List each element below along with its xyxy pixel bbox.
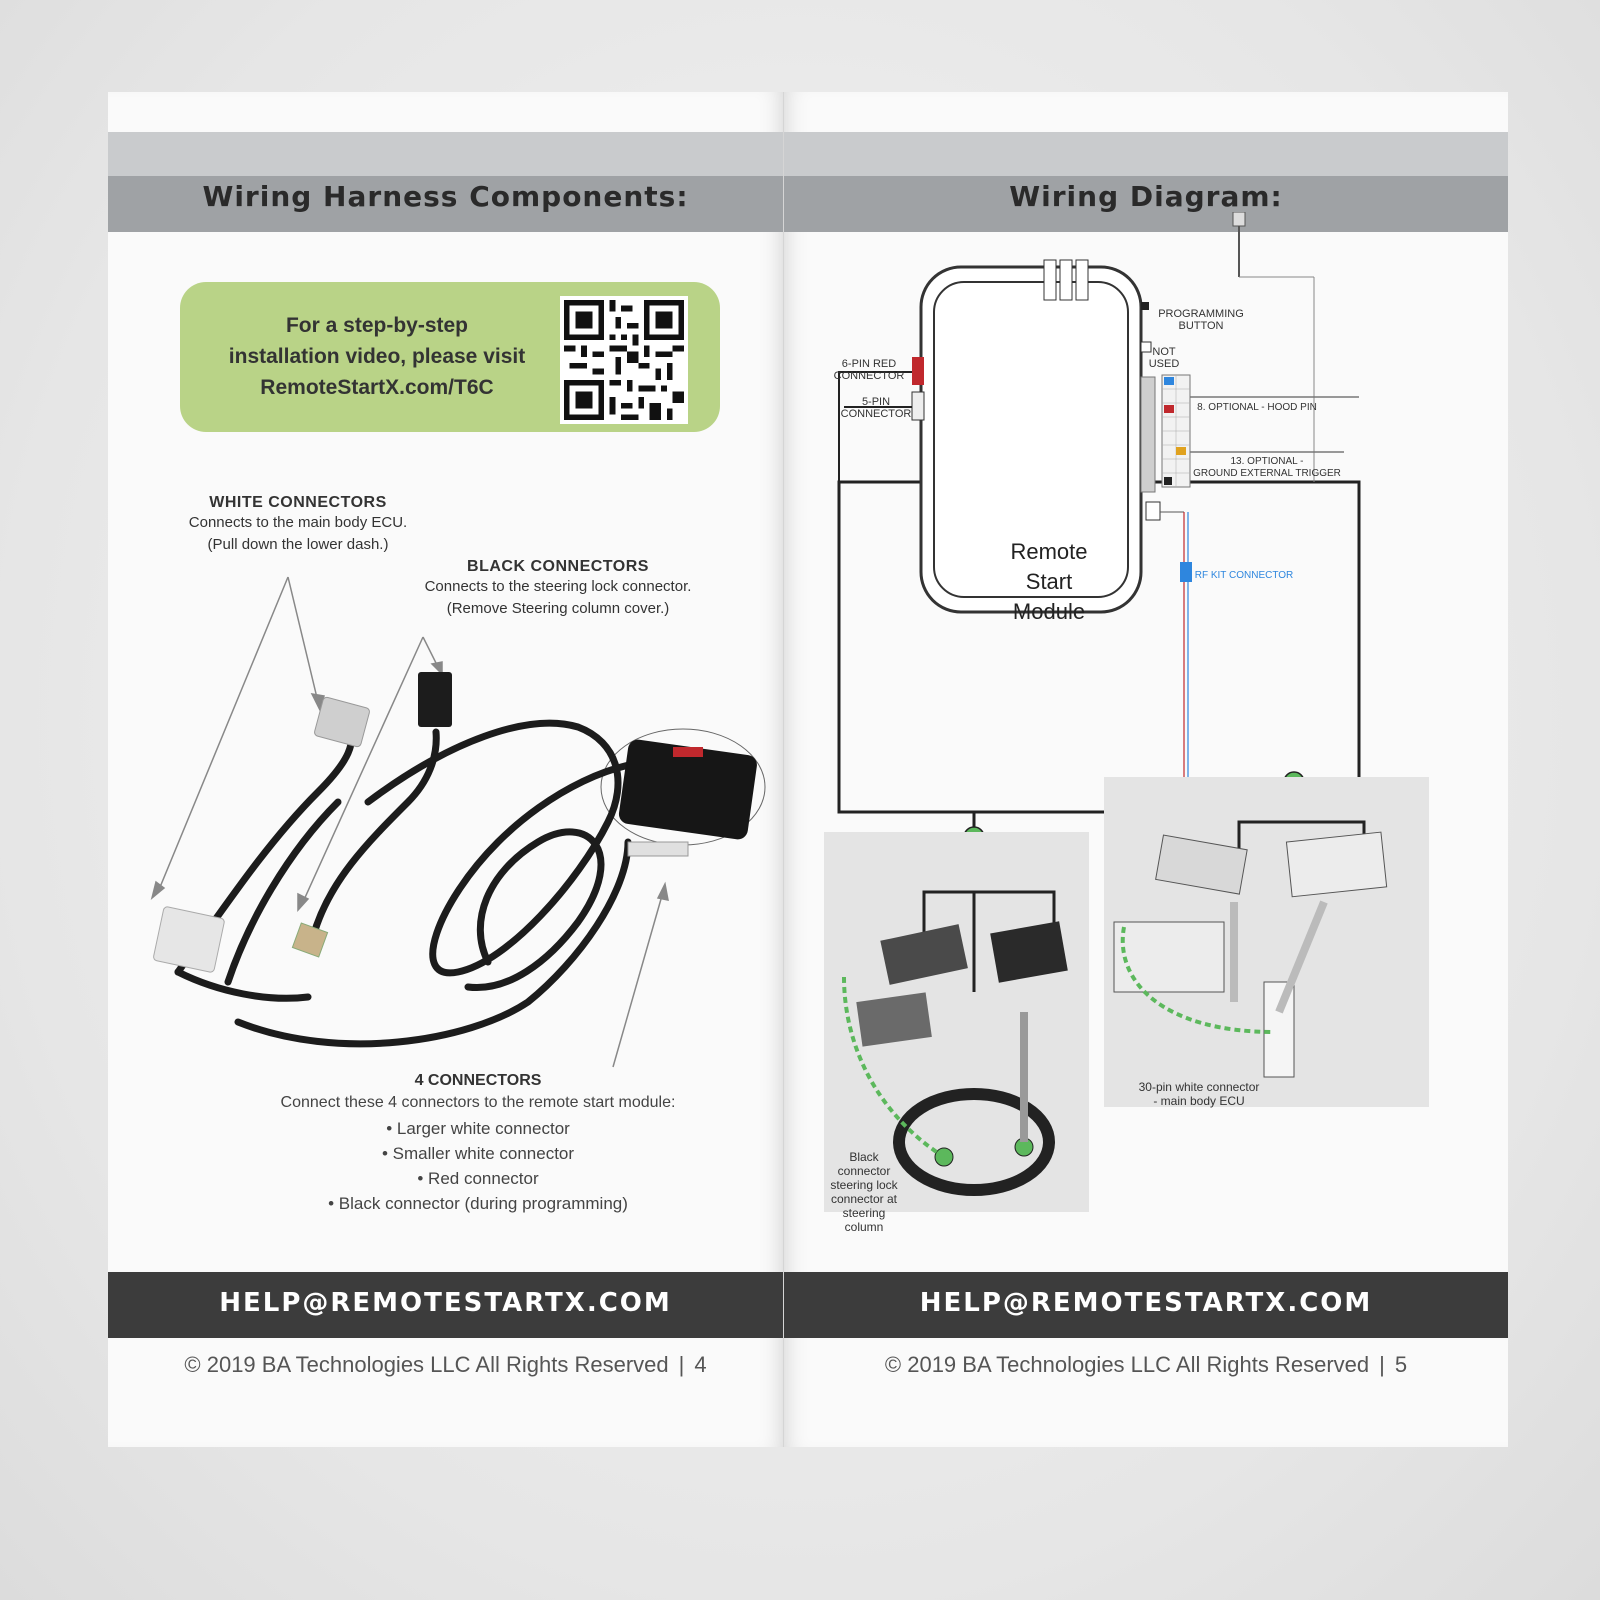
page-number: 5 bbox=[1394, 1352, 1408, 1377]
footer-email: HELP@REMOTESTARTX.COM bbox=[219, 1288, 672, 1318]
module-label-line-3: Module bbox=[1012, 599, 1086, 624]
instruction-booklet: Wiring Harness Components: For a step-by… bbox=[108, 92, 1508, 1447]
black-connectors-callout: BLACK CONNECTORS Connects to the steerin… bbox=[388, 558, 728, 620]
qr-url: RemoteStartX.com/T6C bbox=[260, 376, 494, 399]
list-item: Black connector (during programming) bbox=[238, 1191, 718, 1216]
qr-line-1: For a step-by-step bbox=[285, 314, 469, 337]
black-connectors-line-2: (Remove Steering column cover.) bbox=[446, 600, 670, 617]
label-line: NOT bbox=[1152, 346, 1176, 358]
rf-kit-connector-icon bbox=[1180, 562, 1192, 582]
caption-line: - main body ECU bbox=[1153, 1094, 1245, 1108]
programming-button-label: PROGRAMMING BUTTON bbox=[1146, 308, 1256, 332]
label-line: 5-PIN bbox=[861, 396, 891, 408]
module-label-line-1: Remote bbox=[1010, 539, 1088, 564]
list-item: Smaller white connector bbox=[238, 1141, 718, 1166]
white-connectors-line-1: Connects to the main body ECU. bbox=[188, 514, 408, 531]
caption-line: Black bbox=[849, 1150, 879, 1164]
white-connectors-title: WHITE CONNECTORS bbox=[209, 494, 387, 511]
not-used-label: NOT USED bbox=[1144, 346, 1184, 370]
four-connectors-desc: Connect these 4 connectors to the remote… bbox=[280, 1094, 676, 1111]
copyright-text: © 2019 BA Technologies LLC All Rights Re… bbox=[884, 1352, 1370, 1377]
caption-line: steering bbox=[842, 1206, 886, 1220]
qr-info-text: For a step-by-step installation video, p… bbox=[202, 310, 552, 403]
label-line: 6-PIN RED bbox=[841, 358, 897, 370]
page-title: Wiring Harness Components: bbox=[202, 180, 689, 213]
steering-wheel-icon bbox=[893, 1088, 1055, 1196]
white-connectors-callout: WHITE CONNECTORS Connects to the main bo… bbox=[148, 494, 448, 556]
footer-band bbox=[784, 1272, 1508, 1338]
hood-pin-label: 8. OPTIONAL - HOOD PIN bbox=[1197, 402, 1317, 413]
caption-line: connector at bbox=[830, 1192, 898, 1206]
caption-line: column bbox=[844, 1220, 884, 1234]
footer-band bbox=[108, 1272, 783, 1338]
four-connectors-title: 4 CONNECTORS bbox=[414, 1072, 542, 1089]
list-item: Red connector bbox=[238, 1166, 718, 1191]
footer-copyright: © 2019 BA Technologies LLC All Rights Re… bbox=[108, 1352, 783, 1378]
header-band bbox=[108, 176, 783, 232]
red-connector-icon bbox=[912, 357, 924, 385]
black-connector-caption: Black connector steering lock connector … bbox=[824, 1150, 904, 1234]
six-pin-connector-label: 6-PIN RED CONNECTOR bbox=[824, 358, 914, 382]
caption-line: 30-pin white connector bbox=[1138, 1080, 1260, 1094]
label-line: BUTTON bbox=[1178, 320, 1224, 332]
black-connector-photo bbox=[880, 924, 968, 985]
caption-line: connector bbox=[837, 1164, 891, 1178]
white-connectors-line-2: (Pull down the lower dash.) bbox=[207, 536, 389, 553]
separator: | bbox=[1379, 1352, 1385, 1377]
white-connector-caption: 30-pin white connector - main body ECU bbox=[1119, 1080, 1279, 1108]
caption-line: steering lock bbox=[830, 1178, 898, 1192]
footer-email: HELP@REMOTESTARTX.COM bbox=[919, 1288, 1373, 1318]
ground-trigger-label: 13. OPTIONAL - GROUND EXTERNAL TRIGGER bbox=[1192, 456, 1342, 480]
label-line: CONNECTOR bbox=[833, 370, 905, 382]
label-line: 13. OPTIONAL - bbox=[1230, 456, 1304, 467]
black-connector-icon bbox=[418, 672, 452, 727]
copyright-text: © 2019 BA Technologies LLC All Rights Re… bbox=[184, 1352, 669, 1377]
footer-copyright: © 2019 BA Technologies LLC All Rights Re… bbox=[784, 1352, 1508, 1378]
black-plug-end-icon bbox=[291, 922, 329, 958]
black-connectors-line-1: Connects to the steering lock connector. bbox=[424, 578, 692, 595]
white-connector-photo bbox=[1155, 834, 1248, 895]
header-band bbox=[784, 176, 1508, 232]
label-line: USED bbox=[1148, 358, 1180, 370]
list-item: Larger white connector bbox=[238, 1116, 718, 1141]
page-title: Wiring Diagram: bbox=[1009, 180, 1283, 213]
page-4: Wiring Harness Components: For a step-by… bbox=[108, 92, 784, 1447]
black-connectors-title: BLACK CONNECTORS bbox=[467, 558, 649, 575]
label-line: PROGRAMMING bbox=[1158, 308, 1244, 320]
small-white-connector-icon bbox=[314, 696, 370, 748]
wiring-diagram: 1 2 bbox=[824, 212, 1429, 1212]
red-connector-icon bbox=[673, 747, 703, 757]
separator: | bbox=[678, 1352, 685, 1377]
connector-list: Larger white connector Smaller white con… bbox=[238, 1116, 718, 1216]
five-pin-connector-label: 5-PIN CONNECTOR bbox=[836, 396, 916, 420]
rf-kit-label: RF KIT CONNECTOR bbox=[1194, 570, 1294, 581]
pin-header-icon bbox=[1140, 376, 1156, 493]
qr-code-icon bbox=[560, 296, 688, 424]
large-white-connector-icon bbox=[153, 906, 225, 973]
qr-line-2: installation video, please visit bbox=[228, 345, 526, 368]
label-line: CONNECTOR bbox=[840, 408, 912, 420]
module-label: Remote Start Module bbox=[964, 537, 1134, 627]
module-label-line-2: Start bbox=[1025, 569, 1073, 594]
qr-info-box: For a step-by-step installation video, p… bbox=[180, 282, 720, 432]
remote-start-module-icon bbox=[618, 739, 757, 840]
four-connectors-section: 4 CONNECTORS Connect these 4 connectors … bbox=[238, 1072, 718, 1216]
label-line: GROUND EXTERNAL TRIGGER bbox=[1193, 468, 1341, 479]
wiring-harness-illustration bbox=[150, 576, 766, 1068]
page-5: Wiring Diagram: bbox=[784, 92, 1508, 1447]
page-number: 4 bbox=[694, 1352, 707, 1377]
